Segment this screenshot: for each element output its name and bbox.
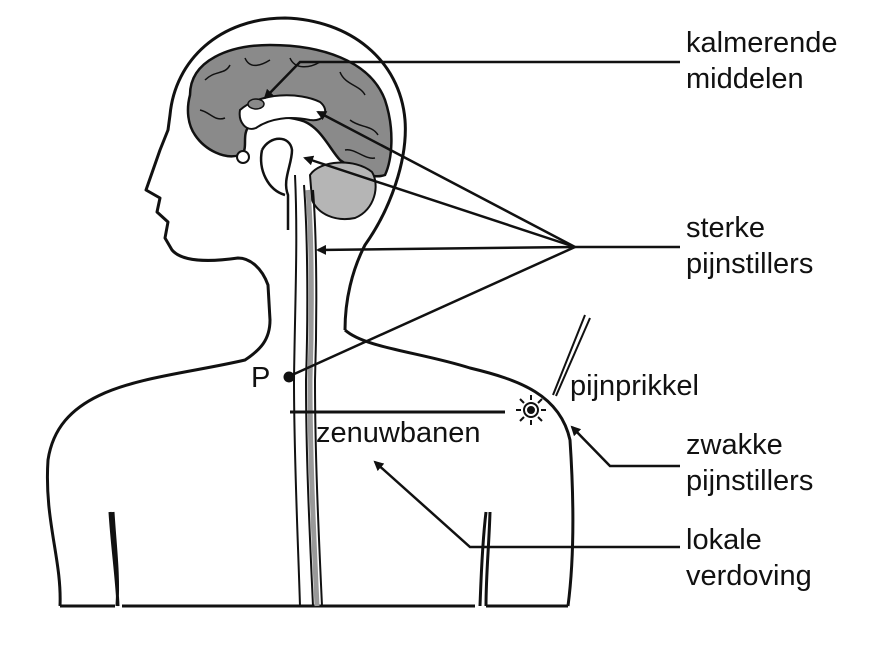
needle-icon <box>552 314 591 397</box>
label-pijnprikkel: pijnprikkel <box>570 368 699 404</box>
label-lokale-verdoving: lokale verdoving <box>686 522 812 594</box>
spinal-cord <box>292 174 323 607</box>
label-kalmerende-middelen: kalmerende middelen <box>686 25 838 97</box>
label-sterke-pijnstillers: sterke pijnstillers <box>686 210 813 282</box>
label-zenuwbanen: zenuwbanen <box>316 415 480 451</box>
label-text: zenuwbanen <box>316 417 481 449</box>
body-outline <box>45 16 575 608</box>
label-text: pijnprikkel <box>570 370 699 402</box>
label-zwakke-pijnstillers: zwakke pijnstillers <box>686 427 813 499</box>
label-text: pijnstillers <box>686 248 814 280</box>
pain-stimulus-starburst-icon <box>516 395 546 425</box>
label-point-p: P <box>251 360 270 396</box>
label-text: sterke <box>686 212 765 244</box>
label-text: P <box>251 362 271 394</box>
label-text: lokale <box>686 524 762 556</box>
leader-lines <box>263 60 680 549</box>
brain <box>186 43 393 230</box>
label-text: middelen <box>686 63 804 95</box>
point-p-dot <box>283 371 295 383</box>
label-text: kalmerende <box>686 27 838 59</box>
label-text: verdoving <box>686 560 812 592</box>
label-text: zwakke <box>686 429 783 461</box>
label-text: pijnstillers <box>686 465 814 497</box>
